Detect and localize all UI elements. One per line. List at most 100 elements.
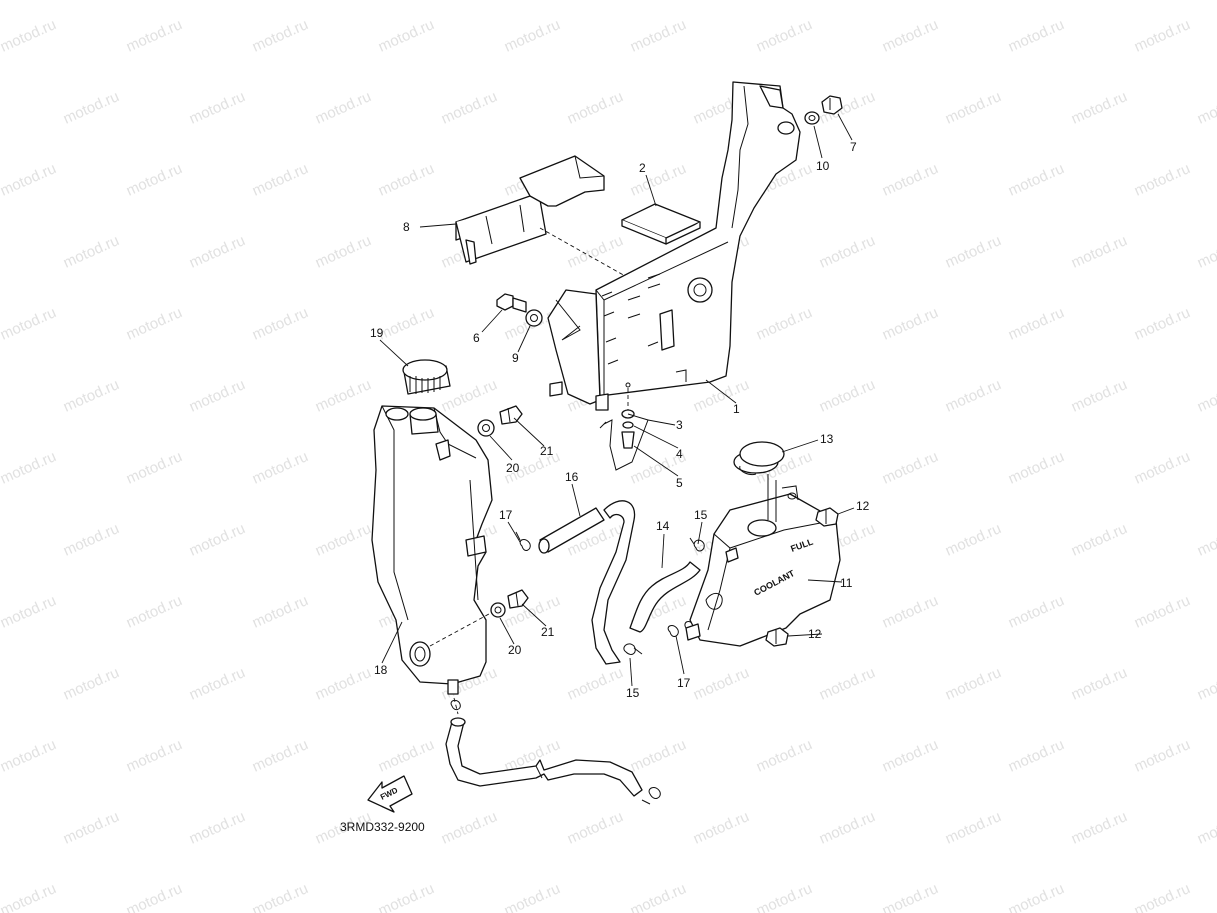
- watermark-text: motod.ru: [1006, 160, 1067, 200]
- watermark-text: motod.ru: [250, 448, 311, 488]
- watermark-text: motod.ru: [250, 592, 311, 632]
- callout-18: 18: [374, 663, 388, 677]
- watermark-text: motod.ru: [1069, 232, 1130, 272]
- callout-4: 4: [676, 447, 683, 461]
- watermark-text: motod.ru: [61, 88, 122, 128]
- watermark-text: motod.ru: [187, 88, 248, 128]
- part-9-washer: [525, 309, 543, 327]
- watermark-text: motod.ru: [1132, 160, 1193, 200]
- watermark-text: motod.ru: [250, 160, 311, 200]
- watermark-text: motod.ru: [1006, 880, 1067, 913]
- callout-5: 5: [676, 476, 683, 490]
- watermark-text: motod.ru: [502, 16, 563, 56]
- callout-21-lower: 21: [541, 625, 555, 639]
- watermark-text: motod.ru: [0, 160, 59, 200]
- watermark-text: motod.ru: [754, 880, 815, 913]
- watermark-text: motod.ru: [187, 376, 248, 416]
- part-12-bolt-lower: [765, 627, 789, 647]
- watermark-text: motod.ru: [817, 808, 878, 848]
- watermark-text: motod.ru: [439, 808, 500, 848]
- callout-1: 1: [733, 402, 740, 416]
- callout-16: 16: [565, 470, 579, 484]
- watermark-text: motod.ru: [1069, 664, 1130, 704]
- watermark-text: motod.ru: [61, 232, 122, 272]
- callout-20-upper: 20: [506, 461, 520, 475]
- watermark-text: motod.ru: [376, 160, 437, 200]
- watermark-text: motod.ru: [628, 880, 689, 913]
- watermark-text: motod.ru: [187, 808, 248, 848]
- watermark-text: motod.ru: [1006, 592, 1067, 632]
- watermark-text: motod.ru: [817, 232, 878, 272]
- part-21-bolt-upper: [499, 405, 523, 425]
- callout-20-lower: 20: [508, 643, 522, 657]
- callout-10: 10: [816, 159, 830, 173]
- part-13-reservoir-cap: [733, 441, 785, 475]
- watermark-text: motod.ru: [880, 160, 941, 200]
- callout-14: 14: [656, 519, 670, 533]
- watermark-text: motod.ru: [187, 520, 248, 560]
- callout-7: 7: [850, 140, 857, 154]
- watermark-text: motod.ru: [1132, 448, 1193, 488]
- watermark-text: motod.ru: [1195, 520, 1217, 560]
- callout-9: 9: [512, 351, 519, 365]
- watermark-text: motod.ru: [565, 808, 626, 848]
- watermark-text: motod.ru: [565, 88, 626, 128]
- watermark-text: motod.ru: [880, 592, 941, 632]
- part-20-washer-lower: [490, 602, 506, 618]
- callout-8: 8: [403, 220, 410, 234]
- watermark-text: motod.ru: [439, 88, 500, 128]
- watermark-text: motod.ru: [124, 448, 185, 488]
- watermark-text: motod.ru: [880, 880, 941, 913]
- watermark-text: motod.ru: [187, 664, 248, 704]
- watermark-text: motod.ru: [1069, 520, 1130, 560]
- watermark-text: motod.ru: [0, 304, 59, 344]
- watermark-text: motod.ru: [691, 808, 752, 848]
- watermark-text: motod.ru: [61, 808, 122, 848]
- part-15-clip-upper: [689, 537, 705, 552]
- watermark-text: motod.ru: [565, 664, 626, 704]
- watermark-text: motod.ru: [313, 232, 374, 272]
- watermark-text: motod.ru: [1195, 664, 1217, 704]
- part-15-clip-lower: [623, 643, 643, 655]
- watermark-text: motod.ru: [313, 664, 374, 704]
- watermark-text: motod.ru: [880, 736, 941, 776]
- watermark-text: motod.ru: [691, 664, 752, 704]
- watermark-text: motod.ru: [376, 880, 437, 913]
- watermark-text: motod.ru: [250, 16, 311, 56]
- watermark-text: motod.ru: [754, 736, 815, 776]
- watermark-text: motod.ru: [250, 880, 311, 913]
- part-6-bolt: [496, 293, 527, 313]
- watermark-text: motod.ru: [628, 16, 689, 56]
- watermark-text: motod.ru: [1069, 88, 1130, 128]
- part-1-bracket: [547, 81, 801, 411]
- watermark-text: motod.ru: [313, 376, 374, 416]
- watermark-text: motod.ru: [61, 664, 122, 704]
- watermark-text: motod.ru: [0, 16, 59, 56]
- watermark-text: motod.ru: [1132, 304, 1193, 344]
- callout-13: 13: [820, 432, 834, 446]
- watermark-text: motod.ru: [943, 376, 1004, 416]
- watermark-text: motod.ru: [61, 520, 122, 560]
- part-11-coolant-reservoir: FULL COOLANT: [685, 474, 841, 647]
- diagram-code: 3RMD332-9200: [340, 820, 425, 834]
- callout-17-lower: 17: [677, 676, 691, 690]
- watermark-text: motod.ru: [376, 304, 437, 344]
- watermark-text: motod.ru: [1132, 880, 1193, 913]
- watermark-text: motod.ru: [376, 736, 437, 776]
- watermark-text: motod.ru: [0, 592, 59, 632]
- watermark-text: motod.ru: [565, 232, 626, 272]
- watermark-text: motod.ru: [628, 160, 689, 200]
- watermark-text: motod.ru: [880, 304, 941, 344]
- watermark-text: motod.ru: [124, 736, 185, 776]
- watermark-text: motod.ru: [0, 736, 59, 776]
- watermark-text: motod.ru: [943, 232, 1004, 272]
- watermark-text: motod.ru: [502, 880, 563, 913]
- watermark-text: motod.ru: [1006, 304, 1067, 344]
- watermark-text: motod.ru: [1195, 88, 1217, 128]
- watermark-text: motod.ru: [376, 16, 437, 56]
- watermark-text: motod.ru: [754, 16, 815, 56]
- part-16-hose: [538, 507, 605, 554]
- leader-lines: [379, 113, 855, 687]
- watermark-text: motod.ru: [1006, 736, 1067, 776]
